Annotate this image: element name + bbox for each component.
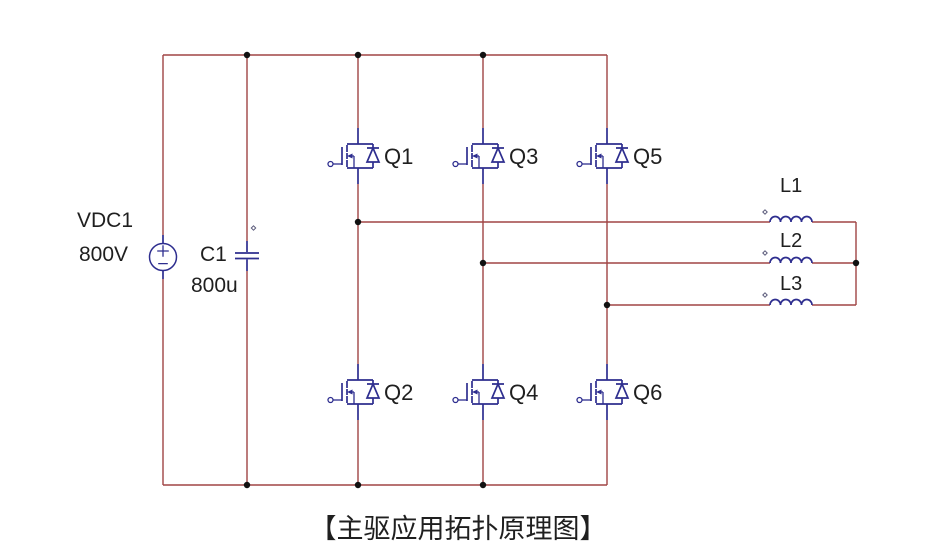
junction-dot [603, 301, 611, 309]
voltage-source-circle [148, 242, 178, 272]
diagram-title: 【主驱应用拓扑原理图】 [310, 514, 607, 544]
junction-dot [479, 481, 487, 489]
junction-dot [354, 481, 362, 489]
junction-dots [243, 51, 860, 489]
mosfet-symbol [576, 127, 629, 185]
inductor-pin-marker [762, 209, 768, 215]
capacitor-ref-label: C1 [200, 243, 227, 266]
voltage-source-ref-label: VDC1 [77, 209, 133, 232]
capacitor-pin-marker [250, 225, 257, 231]
transistor-q6: Q6 [576, 363, 662, 421]
inductor-pin-marker [762, 250, 768, 256]
transistor-label: Q1 [384, 144, 413, 169]
transistor-q5: Q5 [576, 127, 662, 185]
capacitor-value-label: 800u [191, 274, 238, 297]
voltage-source-polarity [157, 245, 169, 265]
transistor-label: Q4 [509, 380, 538, 405]
mosfet-symbol [452, 127, 505, 185]
mosfet-symbol [576, 363, 629, 421]
transistor-q3: Q3 [452, 127, 538, 185]
transistor-label: Q6 [633, 380, 662, 405]
capacitor-plates [235, 252, 259, 260]
junction-dot [243, 481, 251, 489]
mosfet-symbol [327, 363, 380, 421]
inductor-pin-marker [762, 292, 768, 298]
transistor-q2: Q2 [327, 363, 413, 421]
junction-dot [479, 51, 487, 59]
inductor-l1: L1 [762, 175, 813, 223]
half-bridge-leg-wires [357, 55, 608, 485]
voltage-source: VDC1 800V [77, 209, 178, 279]
dc-link-capacitor: C1 800u [191, 225, 259, 297]
inductor-coil [769, 256, 813, 264]
junction-dot [479, 259, 487, 267]
dc-bus-wires [162, 54, 607, 486]
junction-dot [354, 51, 362, 59]
inductor-label: L1 [780, 175, 802, 197]
junction-dot [243, 51, 251, 59]
inductor-coil [769, 215, 813, 223]
transistor-q4: Q4 [452, 363, 538, 421]
inductor-label: L2 [780, 230, 802, 252]
inductor-l3: L3 [762, 273, 813, 306]
mosfet-symbol [452, 363, 505, 421]
transistor-q1: Q1 [327, 127, 413, 185]
inductor-coil [769, 298, 813, 306]
transistor-label: Q2 [384, 380, 413, 405]
inductor-l2: L2 [762, 230, 813, 264]
transistor-label: Q3 [509, 144, 538, 169]
voltage-source-value-label: 800V [79, 243, 128, 266]
transistor-label: Q5 [633, 144, 662, 169]
junction-dot [852, 259, 860, 267]
inductor-label: L3 [780, 273, 802, 295]
mosfet-symbol [327, 127, 380, 185]
junction-dot [354, 218, 362, 226]
